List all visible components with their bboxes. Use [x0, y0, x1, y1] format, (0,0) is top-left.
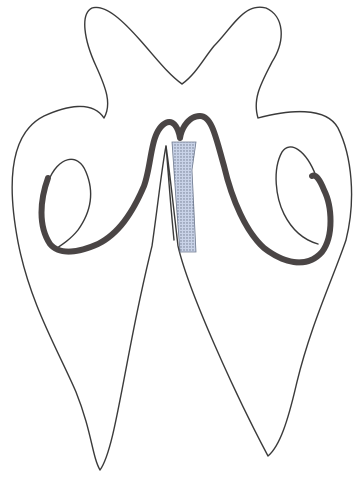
stippled-central-wedge	[172, 142, 196, 252]
